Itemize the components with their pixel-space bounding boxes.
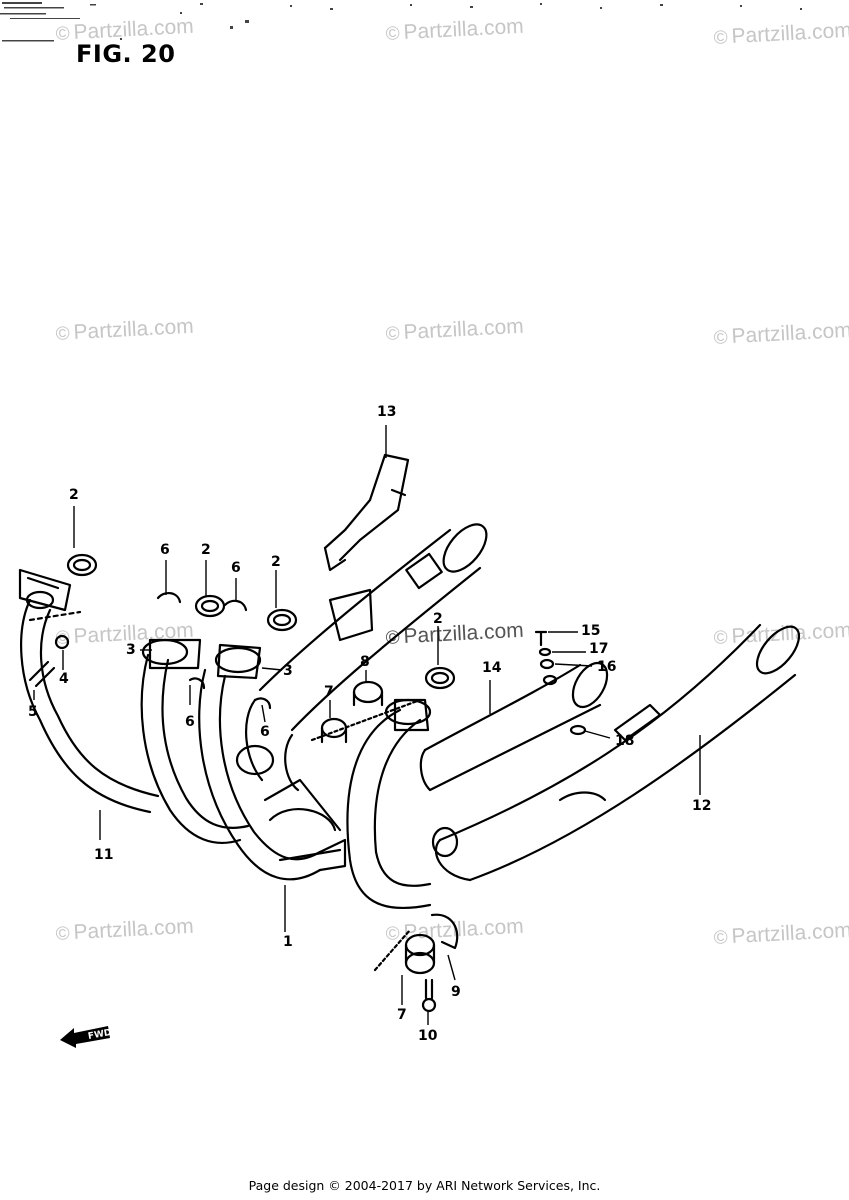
bolt-15 xyxy=(534,630,548,647)
washer-17 xyxy=(538,647,552,657)
washer-18 xyxy=(569,724,587,736)
gasket-2-d xyxy=(424,666,456,690)
clip-6-c xyxy=(188,677,206,690)
clip-6-a xyxy=(156,592,182,604)
connector-7-lower xyxy=(404,933,436,975)
callout-2: 2 xyxy=(69,487,79,503)
callout-6: 6 xyxy=(185,714,195,730)
callout-6: 6 xyxy=(260,724,270,740)
exhaust-pipe-header-2 xyxy=(140,638,250,844)
callout-10: 10 xyxy=(418,1028,438,1044)
callout-3: 3 xyxy=(126,642,136,658)
muffler-14 xyxy=(419,661,609,792)
callout-4: 4 xyxy=(59,671,69,687)
callout-16: 16 xyxy=(597,659,617,675)
callout-18: 18 xyxy=(615,733,635,749)
callout-3: 3 xyxy=(283,663,293,679)
gasket-2-c xyxy=(266,608,298,632)
callout-1: 1 xyxy=(283,934,293,950)
callout-15: 15 xyxy=(581,623,601,639)
connector-7-upper xyxy=(320,717,348,744)
bolt-5 xyxy=(28,660,56,688)
muffler-12 xyxy=(431,623,801,882)
clip-6-d xyxy=(253,697,272,710)
callout-7: 7 xyxy=(397,1007,407,1023)
callout-5: 5 xyxy=(28,704,38,720)
fwd-label: FWD xyxy=(87,1028,112,1042)
callout-14: 14 xyxy=(482,660,502,676)
exhaust-pipe-header-4 xyxy=(346,698,432,910)
gasket-2-a xyxy=(66,553,98,577)
clamp-9 xyxy=(430,913,459,950)
callout-6: 6 xyxy=(231,560,241,576)
callout-2: 2 xyxy=(201,542,211,558)
bolt-4 xyxy=(54,634,70,650)
forward-arrow-icon: FWD xyxy=(60,1026,112,1048)
bolt-10 xyxy=(421,978,437,1013)
callout-12: 12 xyxy=(692,798,712,814)
callout-13: 13 xyxy=(377,404,397,420)
callout-11: 11 xyxy=(94,847,114,863)
exhaust-pipe-1 xyxy=(198,643,347,881)
exhaust-pipe-11 xyxy=(18,568,160,814)
callout-17: 17 xyxy=(589,641,609,657)
clip-6-b xyxy=(223,599,248,612)
figure-title: FIG. 20 xyxy=(76,40,176,68)
connector-8 xyxy=(352,680,384,707)
callout-2: 2 xyxy=(271,554,281,570)
callout-2: 2 xyxy=(433,611,443,627)
callout-7: 7 xyxy=(324,684,334,700)
gasket-2-b xyxy=(194,594,226,618)
bracket-13 xyxy=(323,453,410,572)
callout-9: 9 xyxy=(451,984,461,1000)
nut-16 xyxy=(539,658,555,670)
muffler-left xyxy=(235,523,488,792)
callout-8: 8 xyxy=(360,654,370,670)
page-footer: Page design © 2004-2017 by ARI Network S… xyxy=(248,1178,601,1193)
callout-6: 6 xyxy=(160,542,170,558)
